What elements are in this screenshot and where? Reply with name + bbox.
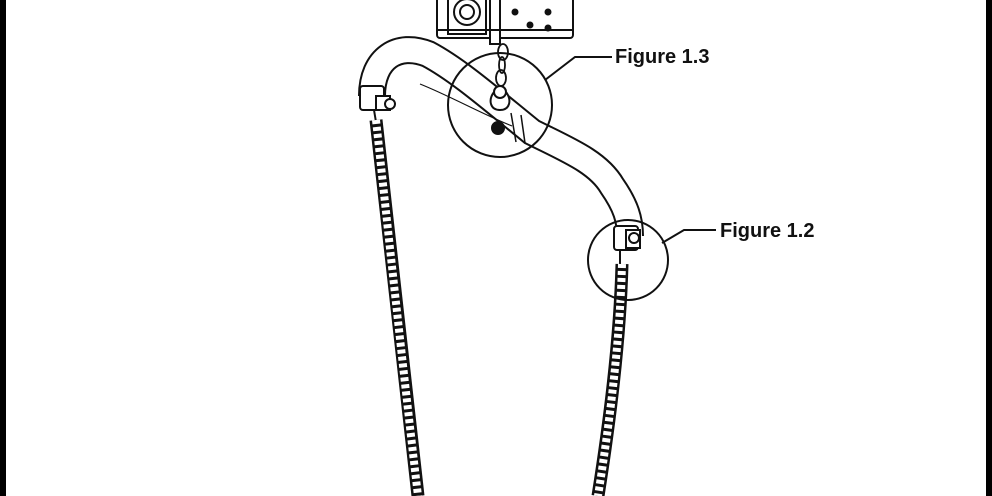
hoist-body <box>436 0 574 45</box>
center-hook <box>489 85 511 135</box>
callout-label-figure-1-3: Figure 1.3 <box>615 46 710 68</box>
left-end-clamp <box>359 85 396 123</box>
callout-circle-fig12 <box>587 219 716 301</box>
load-chain <box>495 43 509 87</box>
right-end-clamp <box>613 225 641 268</box>
curved-beam <box>358 36 644 237</box>
right-hand-chain <box>591 263 629 496</box>
callout-circle-fig13 <box>447 52 612 158</box>
left-hand-chain <box>369 119 425 496</box>
callout-label-figure-1-2: Figure 1.2 <box>720 220 815 242</box>
